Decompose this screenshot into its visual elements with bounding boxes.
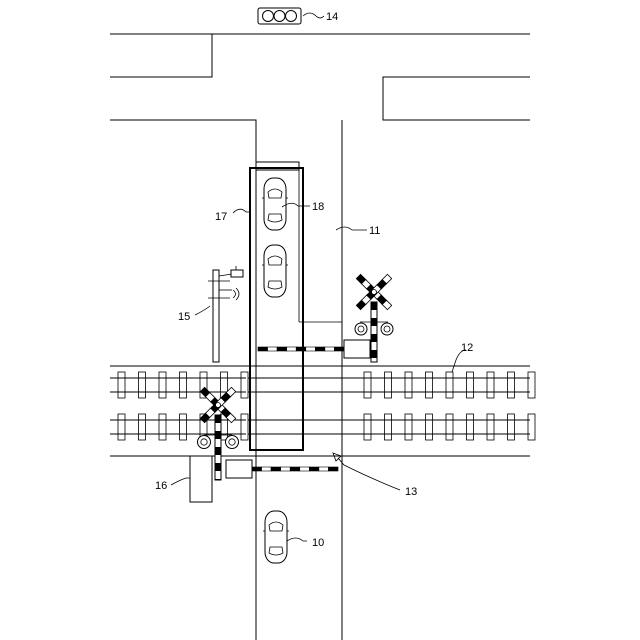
label-vehicle: 10 — [312, 537, 324, 549]
railway-track — [110, 366, 535, 456]
sleeper — [241, 414, 248, 440]
sensor-pole — [208, 266, 243, 362]
sleeper — [405, 414, 412, 440]
sleeper — [364, 414, 371, 440]
sleeper — [446, 372, 453, 398]
road-network — [110, 34, 530, 640]
label-crossing: 13 — [405, 486, 417, 498]
sleeper — [139, 372, 146, 398]
label-track: 12 — [461, 342, 473, 354]
sleeper — [385, 372, 392, 398]
queued-vehicle — [262, 245, 288, 297]
queued-vehicle — [262, 178, 288, 230]
sleeper — [180, 372, 187, 398]
sleeper — [159, 414, 166, 440]
approaching-vehicle — [263, 511, 289, 563]
label-traffic-light: 14 — [326, 11, 338, 23]
sleeper — [426, 372, 433, 398]
sleeper — [385, 414, 392, 440]
sleeper — [446, 414, 453, 440]
label-detection-area: 17 — [215, 211, 227, 223]
traffic-light — [258, 8, 301, 24]
crossing-barrier — [252, 467, 338, 471]
crossing-barrier — [258, 347, 344, 351]
sleeper — [467, 414, 474, 440]
sleeper — [508, 414, 515, 440]
label-road: 11 — [369, 225, 380, 237]
sleeper — [118, 372, 125, 398]
sleeper — [180, 414, 187, 440]
label-sensor-pole: 15 — [178, 311, 190, 323]
sleeper — [487, 414, 494, 440]
sleeper — [405, 372, 412, 398]
sleeper — [528, 414, 535, 440]
sleeper — [241, 372, 248, 398]
sleeper — [487, 372, 494, 398]
sleeper — [528, 372, 535, 398]
barrier-motor-box — [344, 340, 370, 358]
sleeper — [118, 414, 125, 440]
label-queued-vehicle: 18 — [312, 201, 324, 213]
sleeper — [467, 372, 474, 398]
crossing-deck — [256, 366, 342, 456]
label-control-box: 16 — [155, 480, 167, 492]
sleeper — [364, 372, 371, 398]
sleeper — [139, 414, 146, 440]
sleeper — [426, 414, 433, 440]
control-box — [190, 456, 212, 502]
sleeper — [159, 372, 166, 398]
sleeper — [508, 372, 515, 398]
barrier-motor-box — [226, 460, 252, 478]
